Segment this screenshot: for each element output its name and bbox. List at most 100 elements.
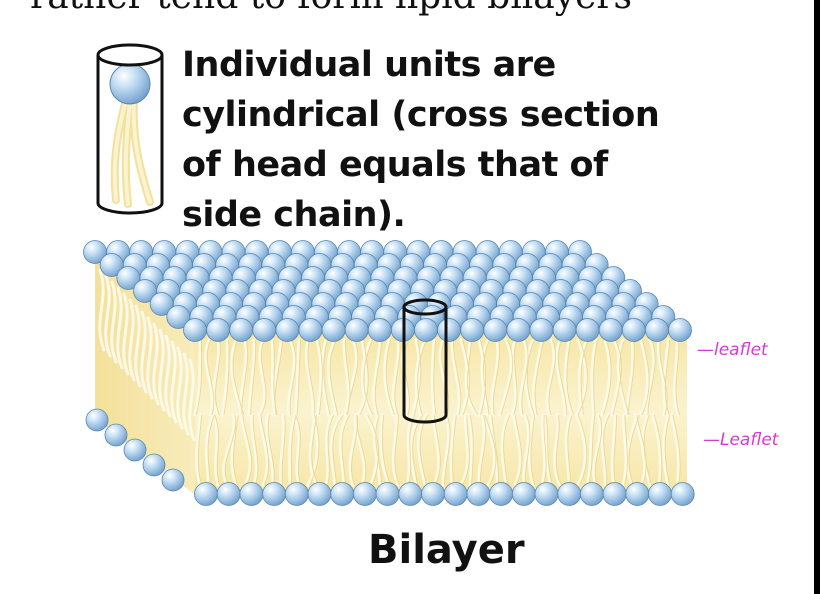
- lipid-tail: [146, 316, 154, 400]
- lipid-head: [575, 318, 600, 342]
- lipid-tail: [575, 413, 587, 487]
- lipid-tail: [288, 413, 297, 487]
- lipid-tail: [281, 414, 286, 486]
- lipid-tail: [641, 339, 650, 416]
- lipid-tail: [381, 414, 391, 486]
- lipid-head: [489, 482, 514, 506]
- lipid-tail: [372, 413, 382, 487]
- lipid-tail: [207, 414, 215, 486]
- lipid-tail: [488, 413, 499, 487]
- lipid-tail: [290, 414, 297, 486]
- lipid-tail: [260, 339, 267, 416]
- lipid-tail: [242, 414, 253, 486]
- lipid-head: [668, 318, 692, 342]
- lipid-tail: [193, 338, 202, 417]
- lipid-head: [307, 482, 332, 506]
- lipid-tail: [394, 339, 401, 416]
- lipid-tail: [577, 339, 588, 416]
- annotation-top-leaflet: —leaflet: [697, 340, 768, 360]
- lipid-tail: [294, 414, 301, 486]
- lipid-tail: [296, 339, 301, 416]
- lipid-tail: [375, 414, 382, 486]
- lipid-tail: [521, 339, 529, 416]
- lipid-tail: [500, 339, 514, 416]
- lipid-head: [602, 482, 627, 506]
- lipid-tail: [267, 414, 275, 486]
- lipid-tail: [672, 338, 680, 417]
- lipid-tail: [603, 414, 610, 486]
- embedded-cylinder: [402, 298, 448, 424]
- lipid-head: [262, 482, 287, 506]
- lipid-tail: [545, 338, 556, 417]
- lipid-bilayer: [83, 240, 695, 506]
- lipid-tail: [274, 339, 283, 416]
- lipid-tail: [530, 414, 536, 486]
- lipid-tail: [391, 413, 400, 487]
- lipid-tail: [294, 338, 301, 417]
- lipid-tail: [490, 338, 500, 417]
- lipid-head: [239, 482, 264, 506]
- lipid-tail: [311, 414, 319, 486]
- lipid-tail: [385, 339, 396, 416]
- lipid-tail: [513, 339, 518, 416]
- caption-line: of head equals that of: [182, 145, 608, 185]
- lipid-tail: [644, 338, 656, 417]
- lipid-tail: [433, 339, 437, 416]
- lipid-head: [598, 318, 623, 342]
- lipid-tail: [304, 338, 315, 417]
- partial-heading-text: rather tend to form lipid bilayers: [30, 0, 632, 17]
- lipid-tail: [417, 339, 427, 416]
- lipid-head: [421, 482, 445, 506]
- lipid-tail: [195, 413, 202, 487]
- lipid-head: [645, 318, 669, 342]
- lipid-tail: [585, 413, 596, 487]
- lipid-head: [194, 482, 218, 506]
- lipid-tail: [567, 414, 573, 486]
- lipid-tail: [197, 414, 203, 486]
- lipid-head: [104, 423, 128, 447]
- lipid-tail: [430, 338, 437, 417]
- lipid-tail: [239, 413, 252, 487]
- lipid-head: [85, 408, 109, 432]
- lipid-tail: [360, 338, 374, 417]
- lipid-tail: [522, 413, 530, 487]
- lipid-tail: [220, 338, 230, 417]
- lipid-head: [648, 482, 672, 506]
- lipid-tail: [510, 338, 517, 417]
- lipid-head: [557, 482, 582, 506]
- lipid-tail: [116, 286, 124, 370]
- lipid-tail: [662, 413, 670, 487]
- lipid-tail: [540, 413, 547, 487]
- lipid-head: [352, 482, 377, 506]
- bottom-head-groups: [85, 408, 695, 506]
- lipid-tail: [545, 414, 553, 486]
- lipid-tail: [223, 339, 230, 416]
- lipid-tail: [669, 413, 681, 487]
- lipid-tail: [441, 413, 450, 487]
- lipid-tail: [466, 413, 474, 487]
- lipid-tail: [592, 413, 602, 487]
- lipid-head: [621, 318, 646, 342]
- lipid-tail: [534, 339, 544, 416]
- lipid-tail: [621, 413, 628, 487]
- lipid-tail: [643, 414, 652, 486]
- top-head-groups: [83, 240, 692, 342]
- lipid-tail: [287, 338, 296, 417]
- lipid-tail: [391, 338, 400, 417]
- lipid-tail: [518, 338, 528, 417]
- lipid-head: [142, 453, 166, 477]
- lipid-head: [466, 482, 491, 506]
- caption-line: side chain).: [182, 195, 406, 235]
- lipid-tail: [279, 413, 286, 487]
- lipid-tail: [577, 414, 588, 486]
- lipid-tail: [548, 339, 556, 416]
- lipid-tail: [250, 413, 258, 487]
- lipid-tail: [480, 338, 490, 417]
- lipid-tail: [452, 414, 457, 486]
- lipid-tail: [329, 339, 339, 416]
- lipid-tail: [359, 339, 369, 416]
- lipid-tail: [353, 413, 366, 487]
- lipid-tail: [265, 413, 275, 487]
- lipid-head: [580, 482, 604, 506]
